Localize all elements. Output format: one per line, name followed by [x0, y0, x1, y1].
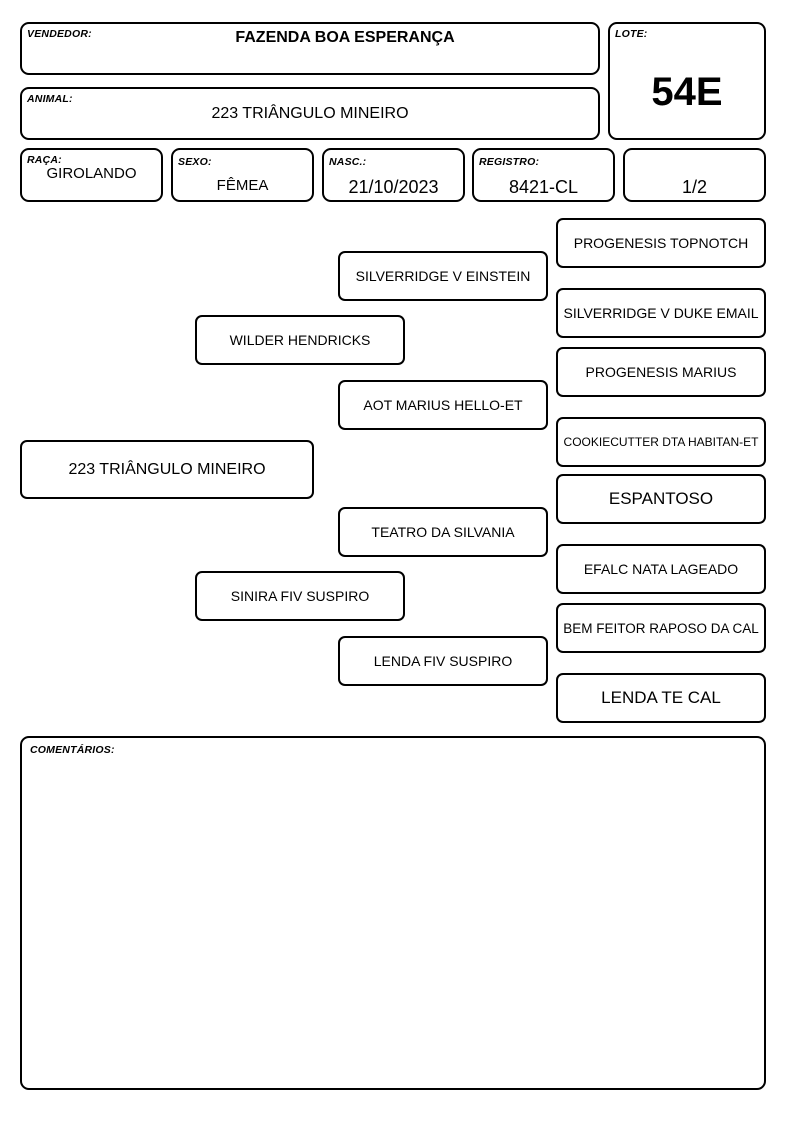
sexo-box: SEXO: FÊMEA [171, 148, 314, 202]
pedigree-dam-sire: TEATRO DA SILVANIA [338, 507, 548, 557]
pedigree-dam: SINIRA FIV SUSPIRO [195, 571, 405, 621]
registro-box: REGISTRO: 8421-CL [472, 148, 615, 202]
pedigree-g3-6: EFALC NATA LAGEADO [556, 544, 766, 594]
animal-label: ANIMAL: [27, 93, 73, 105]
vendedor-value: FAZENDA BOA ESPERANÇA [235, 29, 455, 46]
pedigree-g3-7: BEM FEITOR RAPOSO DA CAL [556, 603, 766, 653]
pedigree-sire-dam: AOT MARIUS HELLO-ET [338, 380, 548, 430]
nasc-value: 21/10/2023 [348, 177, 439, 197]
raca-box: RAÇA: GIROLANDO [20, 148, 163, 202]
sexo-label: SEXO: [178, 156, 212, 168]
lote-label: LOTE: [615, 28, 648, 40]
pedigree-g3-3: PROGENESIS MARIUS [556, 347, 766, 397]
raca-label: RAÇA: [27, 154, 62, 166]
pedigree-sire: WILDER HENDRICKS [195, 315, 405, 365]
raca-value: GIROLANDO [46, 165, 137, 182]
sexo-value: FÊMEA [216, 177, 269, 194]
registro-label: REGISTRO: [479, 156, 540, 168]
animal-value: 223 TRIÂNGULO MINEIRO [211, 105, 409, 122]
pedigree-sire-sire: SILVERRIDGE V EINSTEIN [338, 251, 548, 301]
comments-label: COMENTÁRIOS: [30, 744, 115, 756]
lote-value: 54E [651, 70, 723, 114]
pedigree-g3-5: ESPANTOSO [556, 474, 766, 524]
vendedor-box: VENDEDOR: FAZENDA BOA ESPERANÇA [20, 22, 600, 75]
pedigree-g3-1: PROGENESIS TOPNOTCH [556, 218, 766, 268]
animal-box: ANIMAL: 223 TRIÂNGULO MINEIRO [20, 87, 600, 140]
pedigree-g3-2: SILVERRIDGE V DUKE EMAIL [556, 288, 766, 338]
lote-box: LOTE: 54E [608, 22, 766, 140]
page-box: 1/2 [623, 148, 766, 202]
page-number: 1/2 [681, 177, 708, 197]
vendedor-label: VENDEDOR: [27, 28, 92, 40]
pedigree-dam-dam: LENDA FIV SUSPIRO [338, 636, 548, 686]
comments-box: COMENTÁRIOS: [20, 736, 766, 1090]
registro-value: 8421-CL [508, 177, 579, 197]
pedigree-g3-4: COOKIECUTTER DTA HABITAN-ET [556, 417, 766, 467]
nasc-label: NASC.: [329, 156, 367, 168]
pedigree-g3-8: LENDA TE CAL [556, 673, 766, 723]
nasc-box: NASC.: 21/10/2023 [322, 148, 465, 202]
pedigree-animal: 223 TRIÂNGULO MINEIRO [20, 440, 314, 499]
